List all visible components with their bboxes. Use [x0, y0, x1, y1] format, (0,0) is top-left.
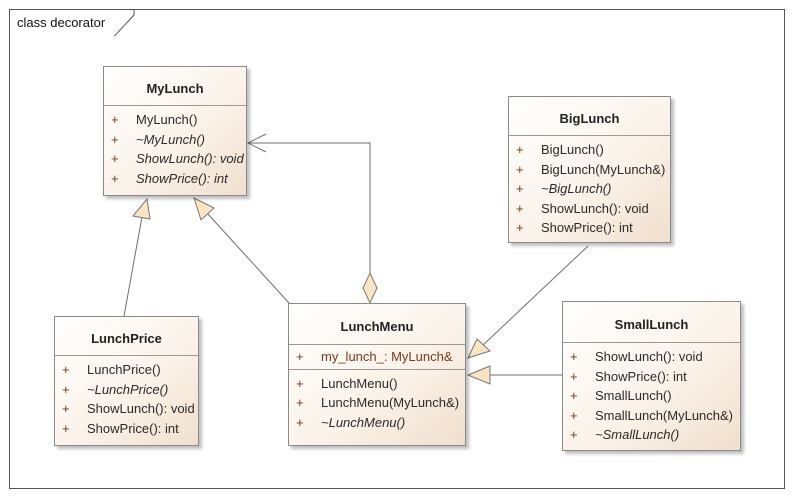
operations-compartment: +BigLunch() +BigLunch(MyLunch&) +~BigLun…	[509, 135, 670, 242]
aggregation-lunchmenu-mylunch	[246, 133, 378, 305]
operations-compartment: +LunchMenu() +LunchMenu(MyLunch&) +~Lunc…	[289, 368, 465, 437]
operation-row: +ShowLunch(): void	[111, 151, 244, 166]
operation-row: +~SmallLunch()	[570, 427, 680, 442]
frame-label: class decorator	[17, 15, 106, 30]
attribute-row: +my_lunch_: MyLunch&	[296, 349, 453, 364]
operation-row: +ShowPrice(): int	[516, 220, 633, 235]
operations-compartment: +LunchPrice() +~LunchPrice() +ShowLunch(…	[55, 355, 198, 442]
operation-row: +BigLunch()	[516, 142, 604, 157]
class-lunchmenu[interactable]: LunchMenu +my_lunch_: MyLunch& +LunchMen…	[288, 303, 466, 446]
class-smalllunch[interactable]: SmallLunch +ShowLunch(): void +ShowPrice…	[562, 301, 741, 451]
class-lunchprice[interactable]: LunchPrice +LunchPrice() +~LunchPrice() …	[54, 316, 199, 446]
generalization-lunchmenu-to-mylunch	[193, 197, 290, 304]
operation-row: +SmallLunch()	[570, 388, 672, 403]
class-name: SmallLunch	[614, 317, 689, 332]
operation-row: +SmallLunch(MyLunch&)	[570, 407, 734, 423]
generalization-biglunch-to-lunchmenu	[467, 245, 589, 359]
class-name: MyLunch	[146, 81, 204, 96]
frame-label-tab	[9, 9, 135, 36]
operation-row: +ShowLunch(): void	[62, 401, 195, 416]
operation-row: +ShowPrice(): int	[570, 368, 687, 384]
operation-row: +~LunchPrice()	[62, 381, 169, 397]
class-mylunch[interactable]: MyLunch +MyLunch() +~MyLunch() +ShowLunc…	[103, 66, 247, 196]
operation-row: +ShowLunch(): void	[570, 349, 703, 364]
diagram-frame	[9, 9, 785, 489]
operation-row: +ShowPrice(): int	[111, 170, 228, 186]
class-name: LunchPrice	[91, 331, 162, 346]
operation-row: +ShowPrice(): int	[62, 420, 179, 436]
operation-row: +~LunchMenu()	[296, 414, 406, 430]
class-name: BigLunch	[559, 111, 620, 126]
operation-row: +ShowLunch(): void	[516, 200, 649, 216]
operation-row: +MyLunch()	[111, 112, 198, 127]
operation-row: +LunchMenu()	[296, 375, 398, 391]
operation-row: +LunchMenu(MyLunch&)	[296, 395, 460, 410]
operation-row: +~MyLunch()	[111, 131, 205, 147]
operation-row: +BigLunch(MyLunch&)	[516, 161, 666, 177]
generalization-smalllunch-to-lunchmenu	[466, 365, 562, 385]
operation-row: +LunchPrice()	[62, 362, 161, 377]
operations-compartment: +MyLunch() +~MyLunch() +ShowLunch(): voi…	[104, 105, 246, 192]
operations-compartment: +ShowLunch(): void +ShowPrice(): int +Sm…	[563, 342, 740, 449]
generalization-lunchprice-to-mylunch	[123, 197, 151, 317]
operation-row: +~BigLunch()	[516, 181, 612, 196]
class-biglunch[interactable]: BigLunch +BigLunch() +BigLunch(MyLunch&)…	[508, 96, 671, 243]
attributes-compartment: +my_lunch_: MyLunch&	[289, 344, 465, 369]
class-name: LunchMenu	[340, 319, 414, 334]
